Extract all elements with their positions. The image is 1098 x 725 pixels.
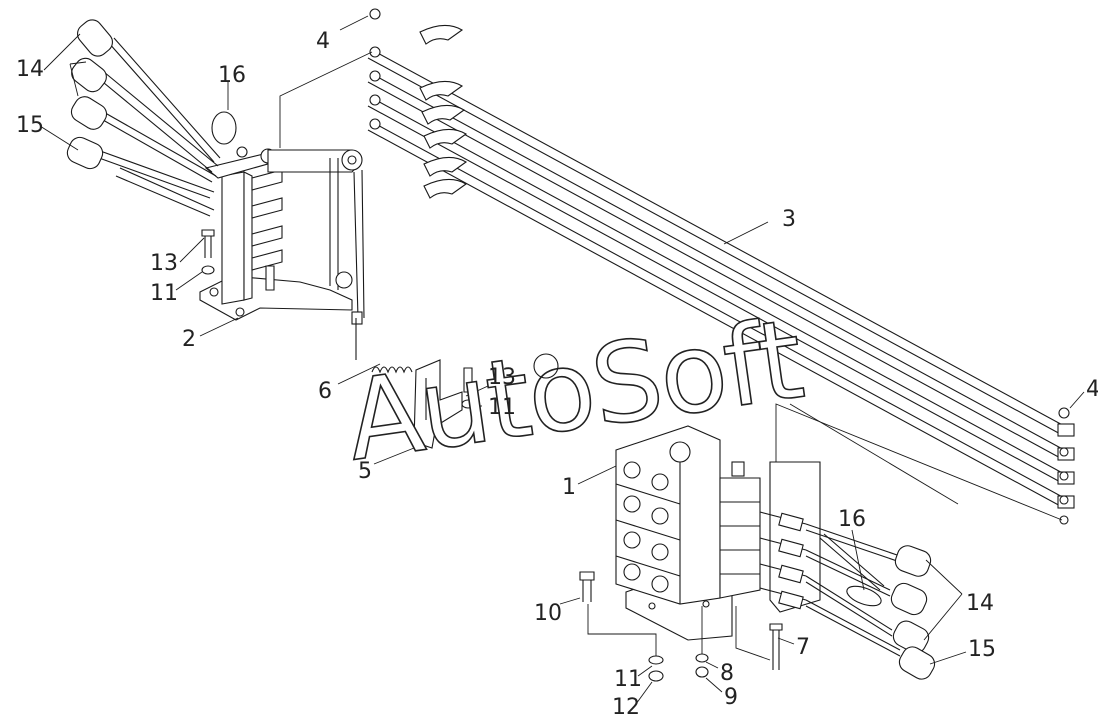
hydraulic-valve-block <box>615 403 1063 641</box>
callout-11-bottom: 11 <box>614 667 642 692</box>
callout-12: 12 <box>612 695 640 720</box>
callout-13-mid: 13 <box>488 365 516 390</box>
callout-6: 6 <box>318 379 332 404</box>
callout-3: 3 <box>782 207 796 232</box>
callout-13-left: 13 <box>150 251 178 276</box>
control-rods <box>367 8 1075 525</box>
loose-hardware <box>579 571 783 682</box>
callout-9: 9 <box>724 685 738 710</box>
valve-handles <box>805 523 936 680</box>
callout-15-left: 15 <box>16 113 44 138</box>
callout-16-top: 16 <box>218 63 246 88</box>
callout-15-right: 15 <box>968 637 996 662</box>
watermark-text: AutoSoft <box>339 295 809 485</box>
callout-1: 1 <box>562 475 576 500</box>
spring-and-bracket <box>355 318 475 449</box>
lever-handles <box>66 19 221 217</box>
watermark-dot <box>533 353 559 379</box>
callout-2: 2 <box>182 327 196 352</box>
callout-16-right: 16 <box>838 507 866 532</box>
callout-14-left: 14 <box>16 57 44 82</box>
callout-leaders <box>39 15 1085 705</box>
callout-14-right: 14 <box>966 591 994 616</box>
callout-4-right: 4 <box>1086 377 1098 402</box>
lever-bracket-assembly <box>199 51 373 325</box>
callout-5: 5 <box>358 459 372 484</box>
callout-11-mid: 11 <box>488 395 516 420</box>
callout-4-top: 4 <box>316 29 330 54</box>
callout-7: 7 <box>796 635 810 660</box>
callout-labels: 4 4 14 15 16 13 11 2 6 13 11 5 3 1 10 11… <box>16 29 1098 720</box>
callout-8: 8 <box>720 661 734 686</box>
callout-10: 10 <box>534 601 562 626</box>
callout-11-left: 11 <box>150 281 178 306</box>
